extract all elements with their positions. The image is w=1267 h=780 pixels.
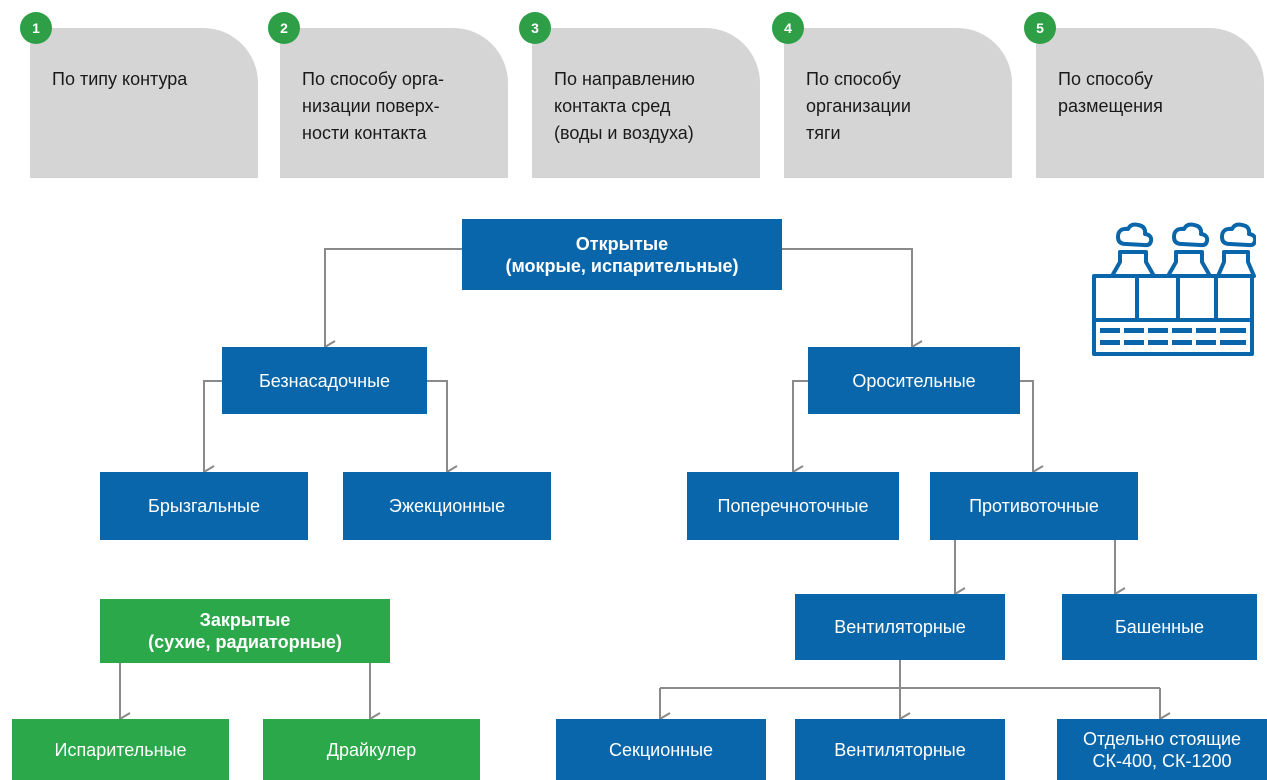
category-badge-2: 2 [268,12,300,44]
node-standalone-label: Отдельно стоящие СК-400, СК-1200 [1082,728,1242,771]
node-evaporative: Испарительные [12,719,229,780]
category-tab-4: По способу организации тяги [784,28,1012,178]
category-label: По способу орга- низации поверх- ности к… [302,69,445,143]
node-ejection-label: Эжекционные [388,496,506,516]
category-tab-5: По способу размещения [1036,28,1264,178]
connector-fan-branches [660,660,1160,689]
node-crossflow: Поперечноточные [687,472,899,540]
category-badge-5: 5 [1024,12,1056,44]
node-drycooler-label: Драйкулер [326,739,417,760]
node-spray-label: Брызгальные [148,496,260,516]
node-open: Открытые (мокрые, испарительные) [462,219,782,290]
node-sectional: Секционные [556,719,766,780]
node-evaporative-label: Испарительные [54,739,187,760]
node-closed-label: Закрытые (сухие, радиаторные) [148,610,342,652]
node-tower-label: Башенные [1114,617,1205,637]
node-ejection: Эжекционные [343,472,551,540]
node-standalone: Отдельно стоящие СК-400, СК-1200 [1057,719,1267,780]
node-nozzleless: Безнасадочные [222,347,427,414]
node-counterflow-label: Противоточные [969,496,1099,516]
connector-irrigation-counterflow [1020,380,1033,472]
node-fan-sub: Вентиляторные [795,719,1005,780]
node-open-label: Открытые (мокрые, испарительные) [505,233,739,276]
category-tab-3: По направлению контакта сред (воды и воз… [532,28,760,178]
connector-irrigation-crossflow [792,380,808,472]
node-counterflow: Противоточные [930,472,1138,540]
category-tab-1: По типу контура [30,28,258,178]
node-fan-label: Вентиляторные [834,617,966,637]
connector-nozzleless-ejection [427,380,447,472]
node-closed: Закрытые (сухие, радиаторные) [100,599,390,663]
category-tab-2: По способу орга- низации поверх- ности к… [280,28,508,178]
node-irrigation: Оросительные [808,347,1020,414]
node-crossflow-label: Поперечноточные [717,496,869,516]
category-badge-1: 1 [20,12,52,44]
connector-nozzleless-spray [203,380,222,472]
connector-open-irrigation [782,248,912,347]
node-spray: Брызгальные [100,472,308,540]
category-label: По типу контура [52,69,188,89]
node-sectional-label: Секционные [608,739,714,760]
category-label: По способу размещения [1058,69,1163,116]
node-drycooler: Драйкулер [263,719,480,780]
connector-open-nozzleless [324,248,462,347]
category-badge-3: 3 [519,12,551,44]
node-irrigation-label: Оросительные [852,370,976,391]
node-nozzleless-label: Безнасадочные [258,370,391,391]
category-badge-4: 4 [772,12,804,44]
node-tower: Башенные [1062,594,1257,660]
node-fan: Вентиляторные [795,594,1005,660]
cooling-tower-icon [1092,222,1256,356]
category-label: По направлению контакта сред (воды и воз… [554,69,695,143]
node-fan-sub-label: Вентиляторные [834,739,966,760]
category-label: По способу организации тяги [806,69,911,143]
